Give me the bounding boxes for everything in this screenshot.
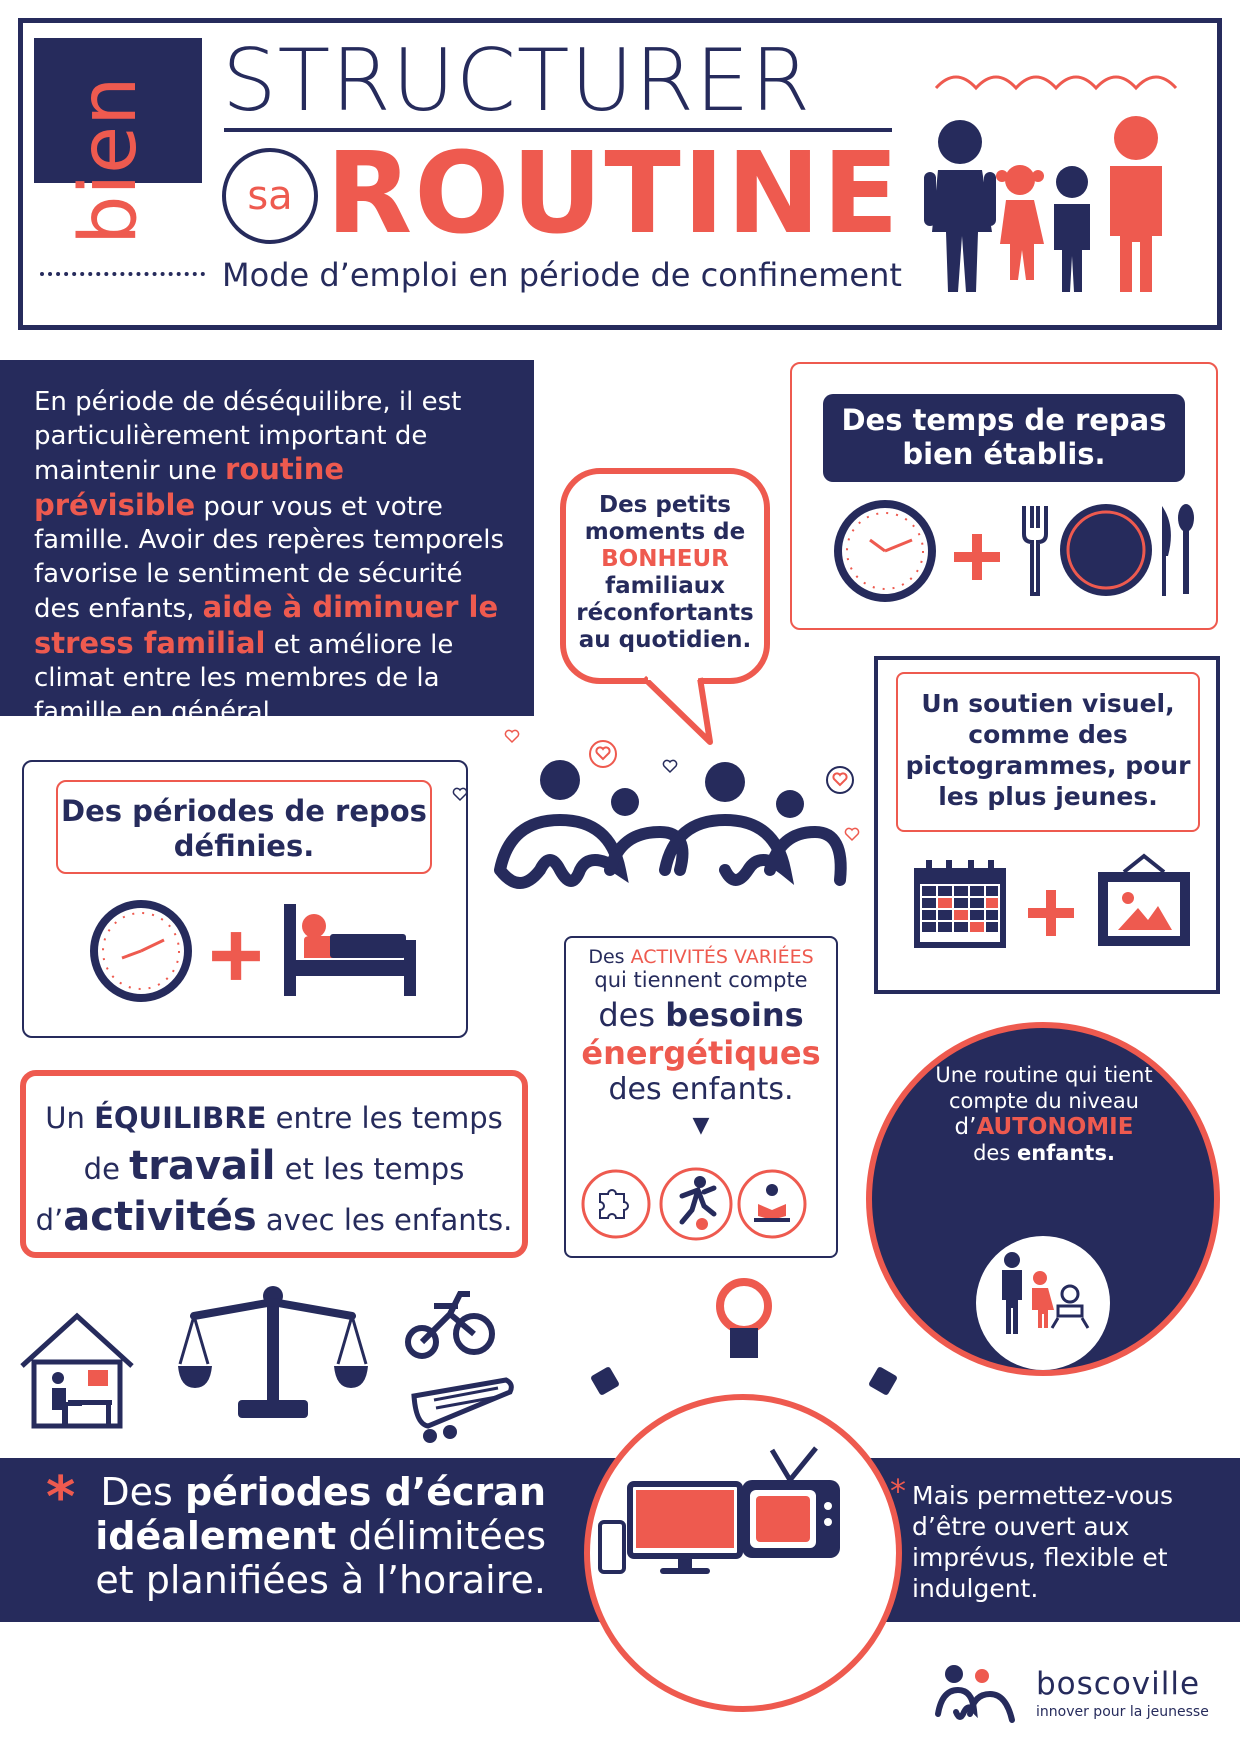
eq-text-e: travail [129,1143,276,1189]
tv-icon [742,1446,840,1558]
family-group-icon [452,729,860,889]
eq-text-g: d’ [35,1203,64,1237]
eq-text-h: activités [63,1194,257,1240]
screen-text-c: idéalement [95,1514,337,1558]
auto-text-d: des [973,1141,1017,1165]
subtitle: Mode d’emploi en période de confinement [222,256,902,294]
arrow-down-icon: ▼ [692,1113,710,1138]
plate-cutlery-icon [1022,504,1194,596]
family-icon [1002,1252,1090,1334]
rest-card [22,760,468,1038]
clock-icon [90,900,192,1002]
plus-icon [954,534,1000,580]
scale-balance-icon [178,1286,368,1418]
act-text-c: qui tiennent compte [594,968,808,992]
act-text-d: des [598,996,666,1034]
balance-card: Un ÉQUILIBRE entre les temps de travail … [20,1070,528,1258]
screens-devices-icon [598,1481,743,1574]
intro-text-1: En période de déséquilibre, il est parti… [34,387,462,486]
title-structurer: STRUCTURER [222,31,812,131]
calendar-icon [914,860,1006,948]
autonomy-text: Une routine qui tient compte du niveau d… [924,1062,1164,1166]
asterisk-icon: * [46,1465,76,1530]
flex-text: Mais permettez-vous d’être ouvert aux im… [912,1481,1174,1603]
intro-text-2: pour vous et votre famille. Avoir des re… [34,491,505,625]
act-text-g: des enfants. [608,1072,794,1107]
auto-text-a: Une routine qui tient compte du niveau [935,1063,1153,1113]
brand-name: boscoville [1036,1666,1201,1702]
home-office-icon [20,1312,134,1429]
auto-text-c: AUTONOMIE [976,1114,1134,1140]
screen-text-b: périodes d’écran [184,1470,546,1514]
plus-icon [1028,890,1074,936]
meals-title: Des temps de repas bien établis. [823,394,1185,482]
brand-tagline: innover pour la jeunesse [1036,1704,1209,1720]
eq-text-i: avec les enfants. [256,1203,513,1237]
dotted-divider [40,272,205,276]
act-text-f: énergétiques [581,1034,821,1072]
screen-time-text: * Des périodes d’écran idéalement délimi… [46,1465,546,1603]
asterisk-icon: * [890,1472,906,1510]
picture-frame-icon [1098,853,1190,946]
header-frame [18,18,1222,330]
title-underline [224,128,892,132]
bubble-highlight: BONHEUR [601,546,729,572]
boscoville-logo-icon [935,1665,1015,1723]
screen-text-d: délimitées et planifiées à l’horaire. [95,1514,546,1602]
sa-label: sa [247,173,293,219]
eq-text-b: ÉQUILIBRE [94,1101,267,1135]
eq-text-d: de [83,1152,130,1186]
auto-text-e: enfants. [1016,1141,1115,1165]
act-text-e: besoins [665,996,804,1034]
act-text-b: ACTIVITÉS VARIÉES [630,946,814,968]
family-icon [924,75,1178,292]
bubble-text-1: Des petits moments de [584,492,746,545]
plus-icon [212,932,260,980]
stopwatch-top-icon [591,1278,897,1395]
eq-text-a: Un [45,1101,95,1135]
clock-icon [834,500,936,602]
bonheur-bubble: Des petits moments de BONHEUR familiaux … [560,468,770,684]
intro-panel: En période de déséquilibre, il est parti… [0,360,534,727]
bubble-text-2: familiaux réconfortants au quotidien. [576,573,754,653]
bien-tab [34,38,202,183]
screen-text-a: Des [100,1470,185,1514]
reading-child-icon [737,1169,807,1239]
visual-support-card [874,656,1220,994]
eq-text-f: et les temps [275,1152,465,1186]
flexibility-note: * Mais permettez-vous d’être ouvert aux … [890,1475,1212,1604]
visual-support-text: Un soutien visuel, comme des pictogramme… [896,672,1200,832]
bubble-tail [641,672,713,745]
activities-card: Des ACTIVITÉS VARIÉES qui tiennent compt… [564,936,838,1258]
meals-card [790,362,1218,630]
skateboard-icon [411,1377,514,1443]
title-routine: ROUTINE [326,129,901,259]
bed-icon [284,904,416,996]
eq-text-c: entre les temps [266,1101,503,1135]
auto-text-b: d’ [954,1114,977,1140]
rest-text: Des périodes de repos définies. [56,780,432,874]
tricycle-icon [405,1291,495,1359]
sa-circle: sa [222,148,318,244]
act-text-a: Des [588,946,631,968]
soccer-player-icon [659,1167,733,1241]
intro-highlight-2: aide à diminuer le stress familial [34,590,499,660]
puzzle-icon [581,1169,651,1239]
bien-label: bien [64,76,154,245]
intro-highlight-1: routine prévisible [34,452,345,522]
intro-text-3: et améliore le climat entre les membres … [34,629,454,727]
